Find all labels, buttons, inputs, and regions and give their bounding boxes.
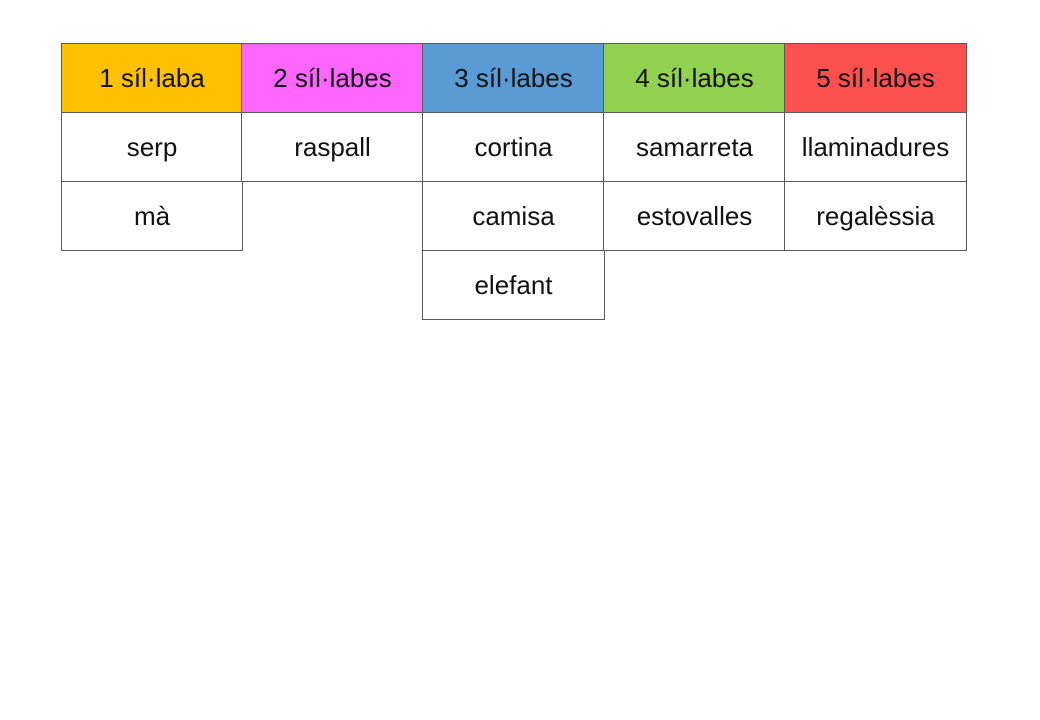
word-cell: regalèssia [784, 181, 967, 251]
word-cell: llaminadures [784, 112, 967, 182]
word-cell: camisa [422, 181, 605, 251]
word-cell: raspall [241, 112, 424, 182]
word-cell: elefant [422, 250, 605, 320]
header-4-syllables: 4 síl·labes [603, 43, 786, 113]
column-2-syllables: 2 síl·labes raspall [241, 43, 424, 182]
word-cell: cortina [422, 112, 605, 182]
header-2-syllables: 2 síl·labes [241, 43, 424, 113]
word-cell: estovalles [603, 181, 786, 251]
column-1-syllable: 1 síl·laba serp mà [61, 43, 243, 251]
header-1-syllable: 1 síl·laba [61, 43, 243, 113]
word-cell: samarreta [603, 112, 786, 182]
header-3-syllables: 3 síl·labes [422, 43, 605, 113]
header-5-syllables: 5 síl·labes [784, 43, 967, 113]
column-4-syllables: 4 síl·labes samarreta estovalles [603, 43, 786, 251]
column-3-syllables: 3 síl·labes cortina camisa elefant [422, 43, 605, 320]
word-cell: mà [61, 181, 243, 251]
word-cell: serp [61, 112, 243, 182]
column-5-syllables: 5 síl·labes llaminadures regalèssia [784, 43, 967, 251]
